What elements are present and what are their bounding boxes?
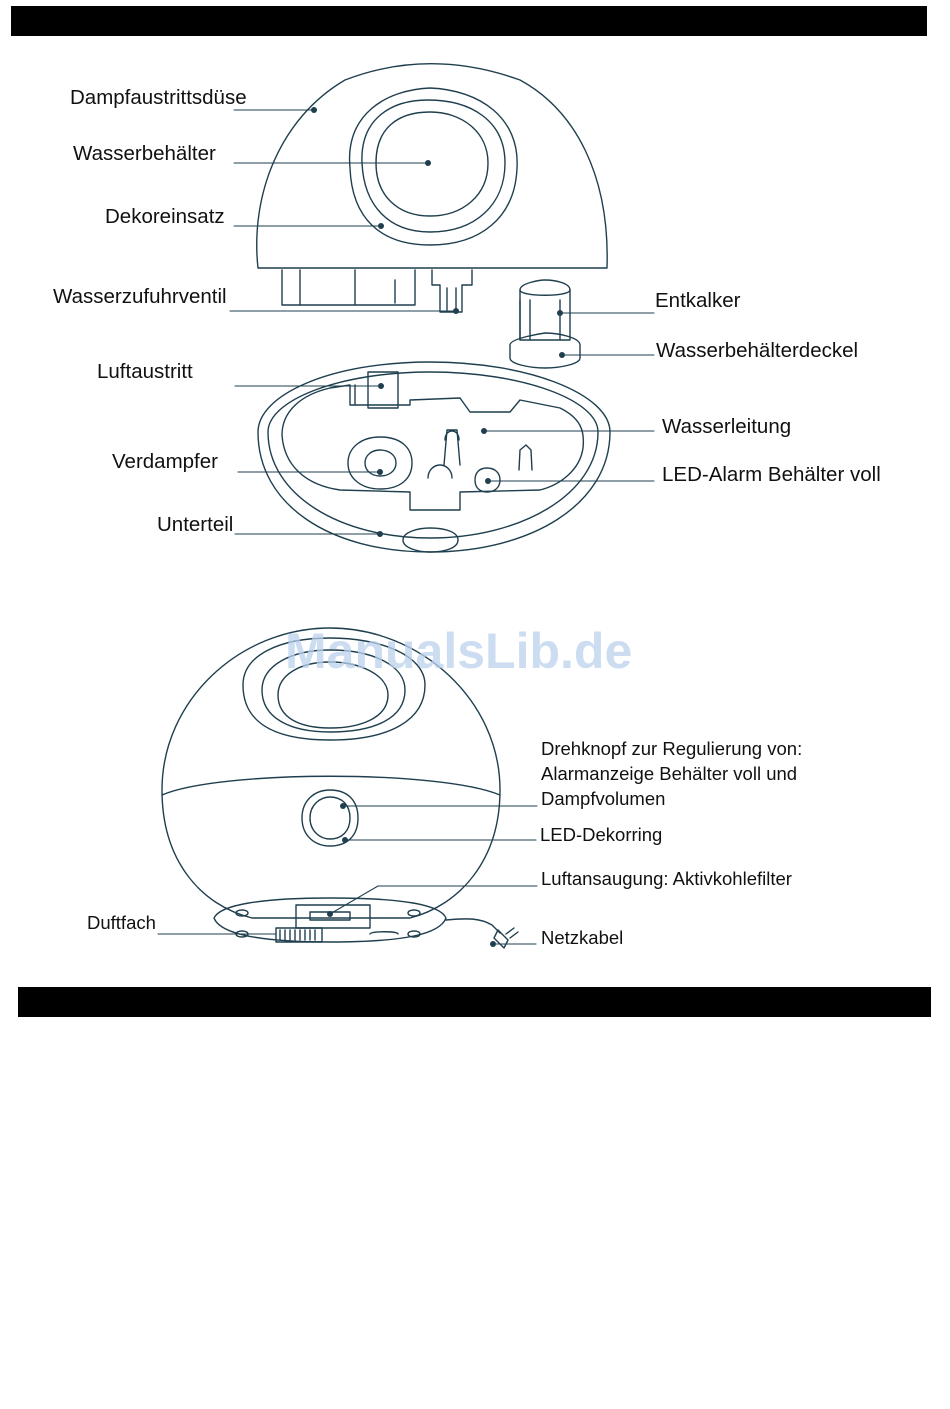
label-water-tank: Wasserbehälter bbox=[73, 142, 216, 165]
label-water-pipe: Wasserleitung bbox=[662, 415, 792, 438]
label-led-ring: LED-Dekorring bbox=[540, 824, 663, 845]
label-steam-nozzle: Dampfaustrittsdüse bbox=[70, 86, 247, 109]
top-black-bar bbox=[11, 6, 927, 36]
label-scent-tray: Duftfach bbox=[87, 912, 156, 933]
label-decalcifier: Entkalker bbox=[655, 289, 741, 312]
water-tank-drawing bbox=[256, 63, 608, 313]
leader-lines bbox=[157, 109, 655, 945]
label-power-cord: Netzkabel bbox=[541, 927, 624, 948]
label-air-intake: Luftansaugung: Aktivkohlefilter bbox=[541, 868, 792, 889]
label-knob-line2: Alarmanzeige Behälter voll und bbox=[541, 763, 798, 784]
label-knob-line1: Drehknopf zur Regulierung von: bbox=[541, 738, 803, 759]
label-decor-insert: Dekoreinsatz bbox=[105, 205, 225, 228]
leader-dots bbox=[311, 107, 565, 947]
label-air-outlet: Luftaustritt bbox=[97, 360, 193, 383]
label-water-supply-valve: Wasserzufuhrventil bbox=[53, 285, 227, 308]
decalcifier-drawing bbox=[509, 279, 581, 369]
bottom-black-bar bbox=[18, 987, 931, 1017]
base-drawing bbox=[257, 361, 611, 553]
label-tank-lid: Wasserbehälterdeckel bbox=[656, 339, 859, 362]
label-led-alarm: LED-Alarm Behälter voll bbox=[662, 463, 881, 486]
label-evaporator: Verdampfer bbox=[112, 450, 218, 473]
label-knob-line3: Dampfvolumen bbox=[541, 788, 666, 809]
label-base: Unterteil bbox=[157, 513, 234, 536]
watermark: ManualsLib.de bbox=[285, 623, 633, 679]
